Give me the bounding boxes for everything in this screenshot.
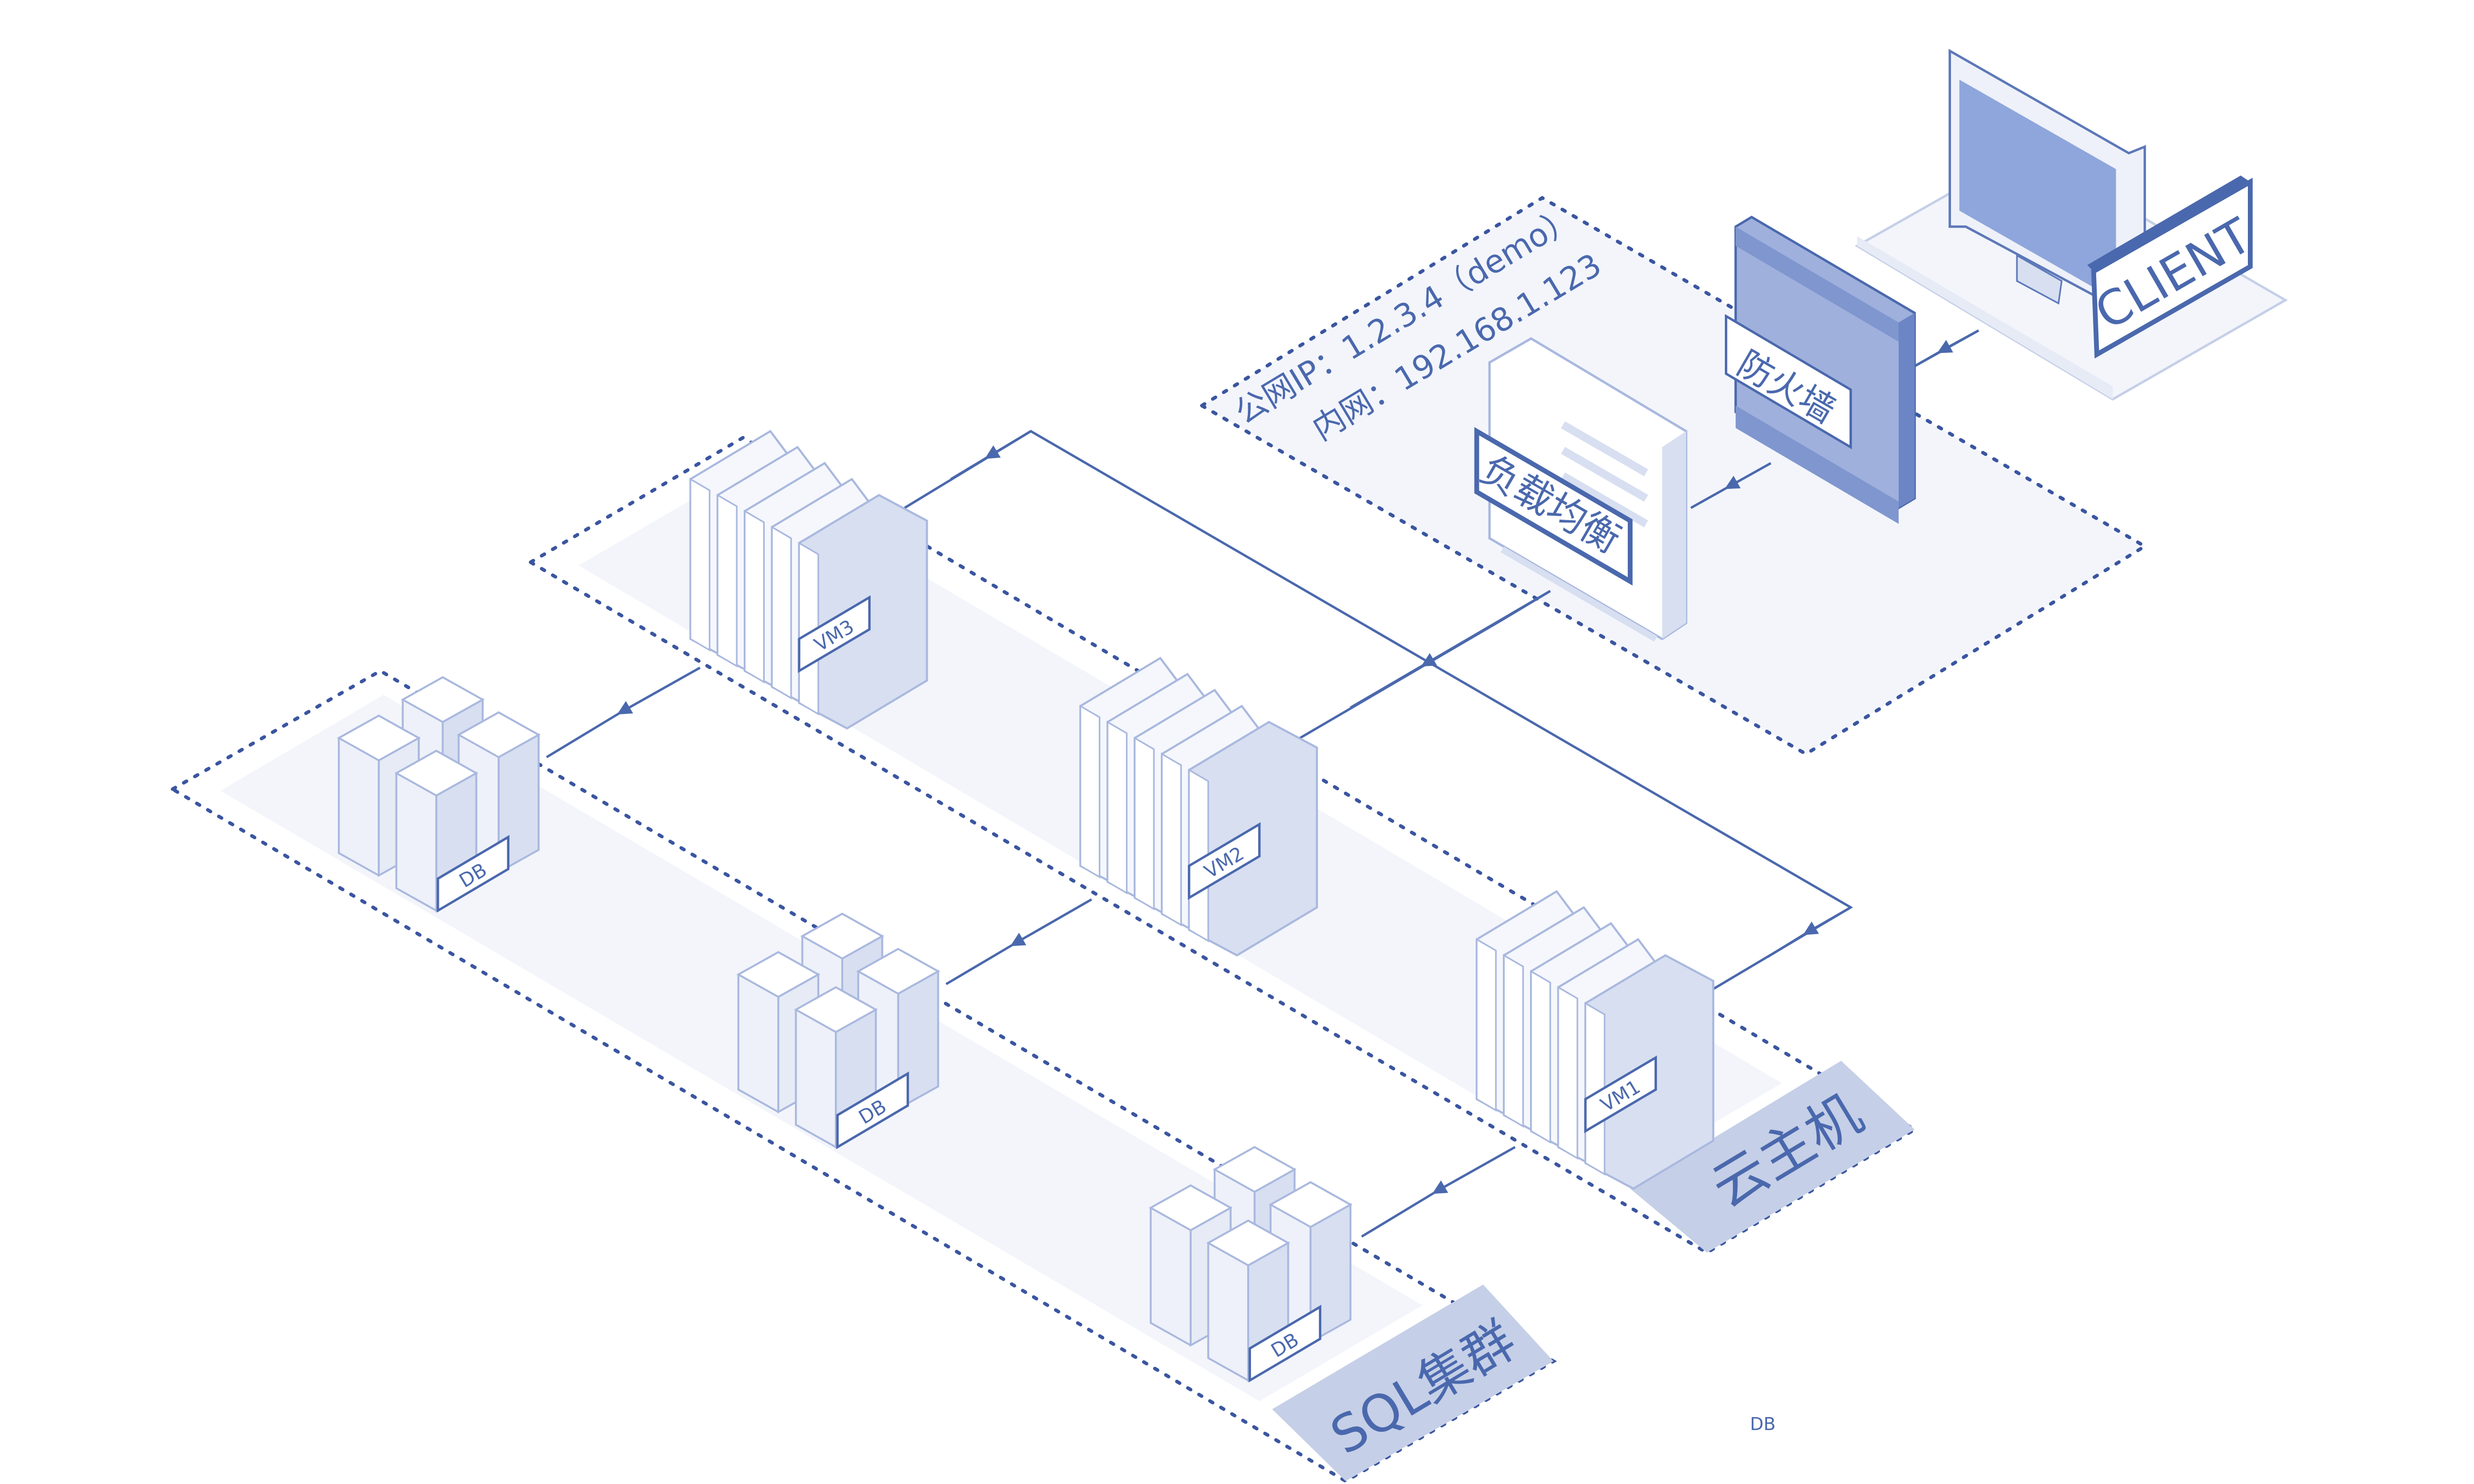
db-clusters: DB DB DB [337, 676, 1352, 1383]
vm-server-vm2[interactable]: VM2 [1079, 656, 1318, 957]
monitor-screen [1959, 79, 2116, 301]
vm2-db2-line [945, 898, 1092, 985]
stray-db-label: DB [1750, 1414, 1776, 1434]
load-balancer[interactable]: 负载均衡 [1473, 337, 1688, 642]
monitor-stand [2016, 254, 2063, 305]
vm-server-vm3[interactable]: VM3 [689, 430, 928, 730]
firewall[interactable]: 防火墙 [1724, 215, 1916, 524]
vm3-db1-line [546, 666, 701, 759]
db-cluster-3[interactable]: DB [1148, 1146, 1352, 1383]
vm-server-vm1[interactable]: VM1 [1476, 890, 1715, 1190]
lb-vm2-arrow [1350, 590, 1551, 709]
db-cluster-2[interactable]: DB [736, 913, 940, 1149]
db-cluster-1[interactable]: DB [337, 676, 541, 913]
vm-tag: VM3 [798, 595, 871, 673]
dist-vm1-arrow [1766, 906, 1852, 958]
db-tag: DB [836, 1071, 909, 1149]
connections [546, 329, 1980, 1238]
client-computer[interactable]: CLIENT [1854, 49, 2288, 401]
firewall-lb-arrow [1690, 462, 1772, 509]
client-firewall-arrow [1909, 329, 1980, 370]
dist-vm3-arrow [950, 430, 1032, 480]
vm1-db3-line [1361, 1146, 1516, 1238]
